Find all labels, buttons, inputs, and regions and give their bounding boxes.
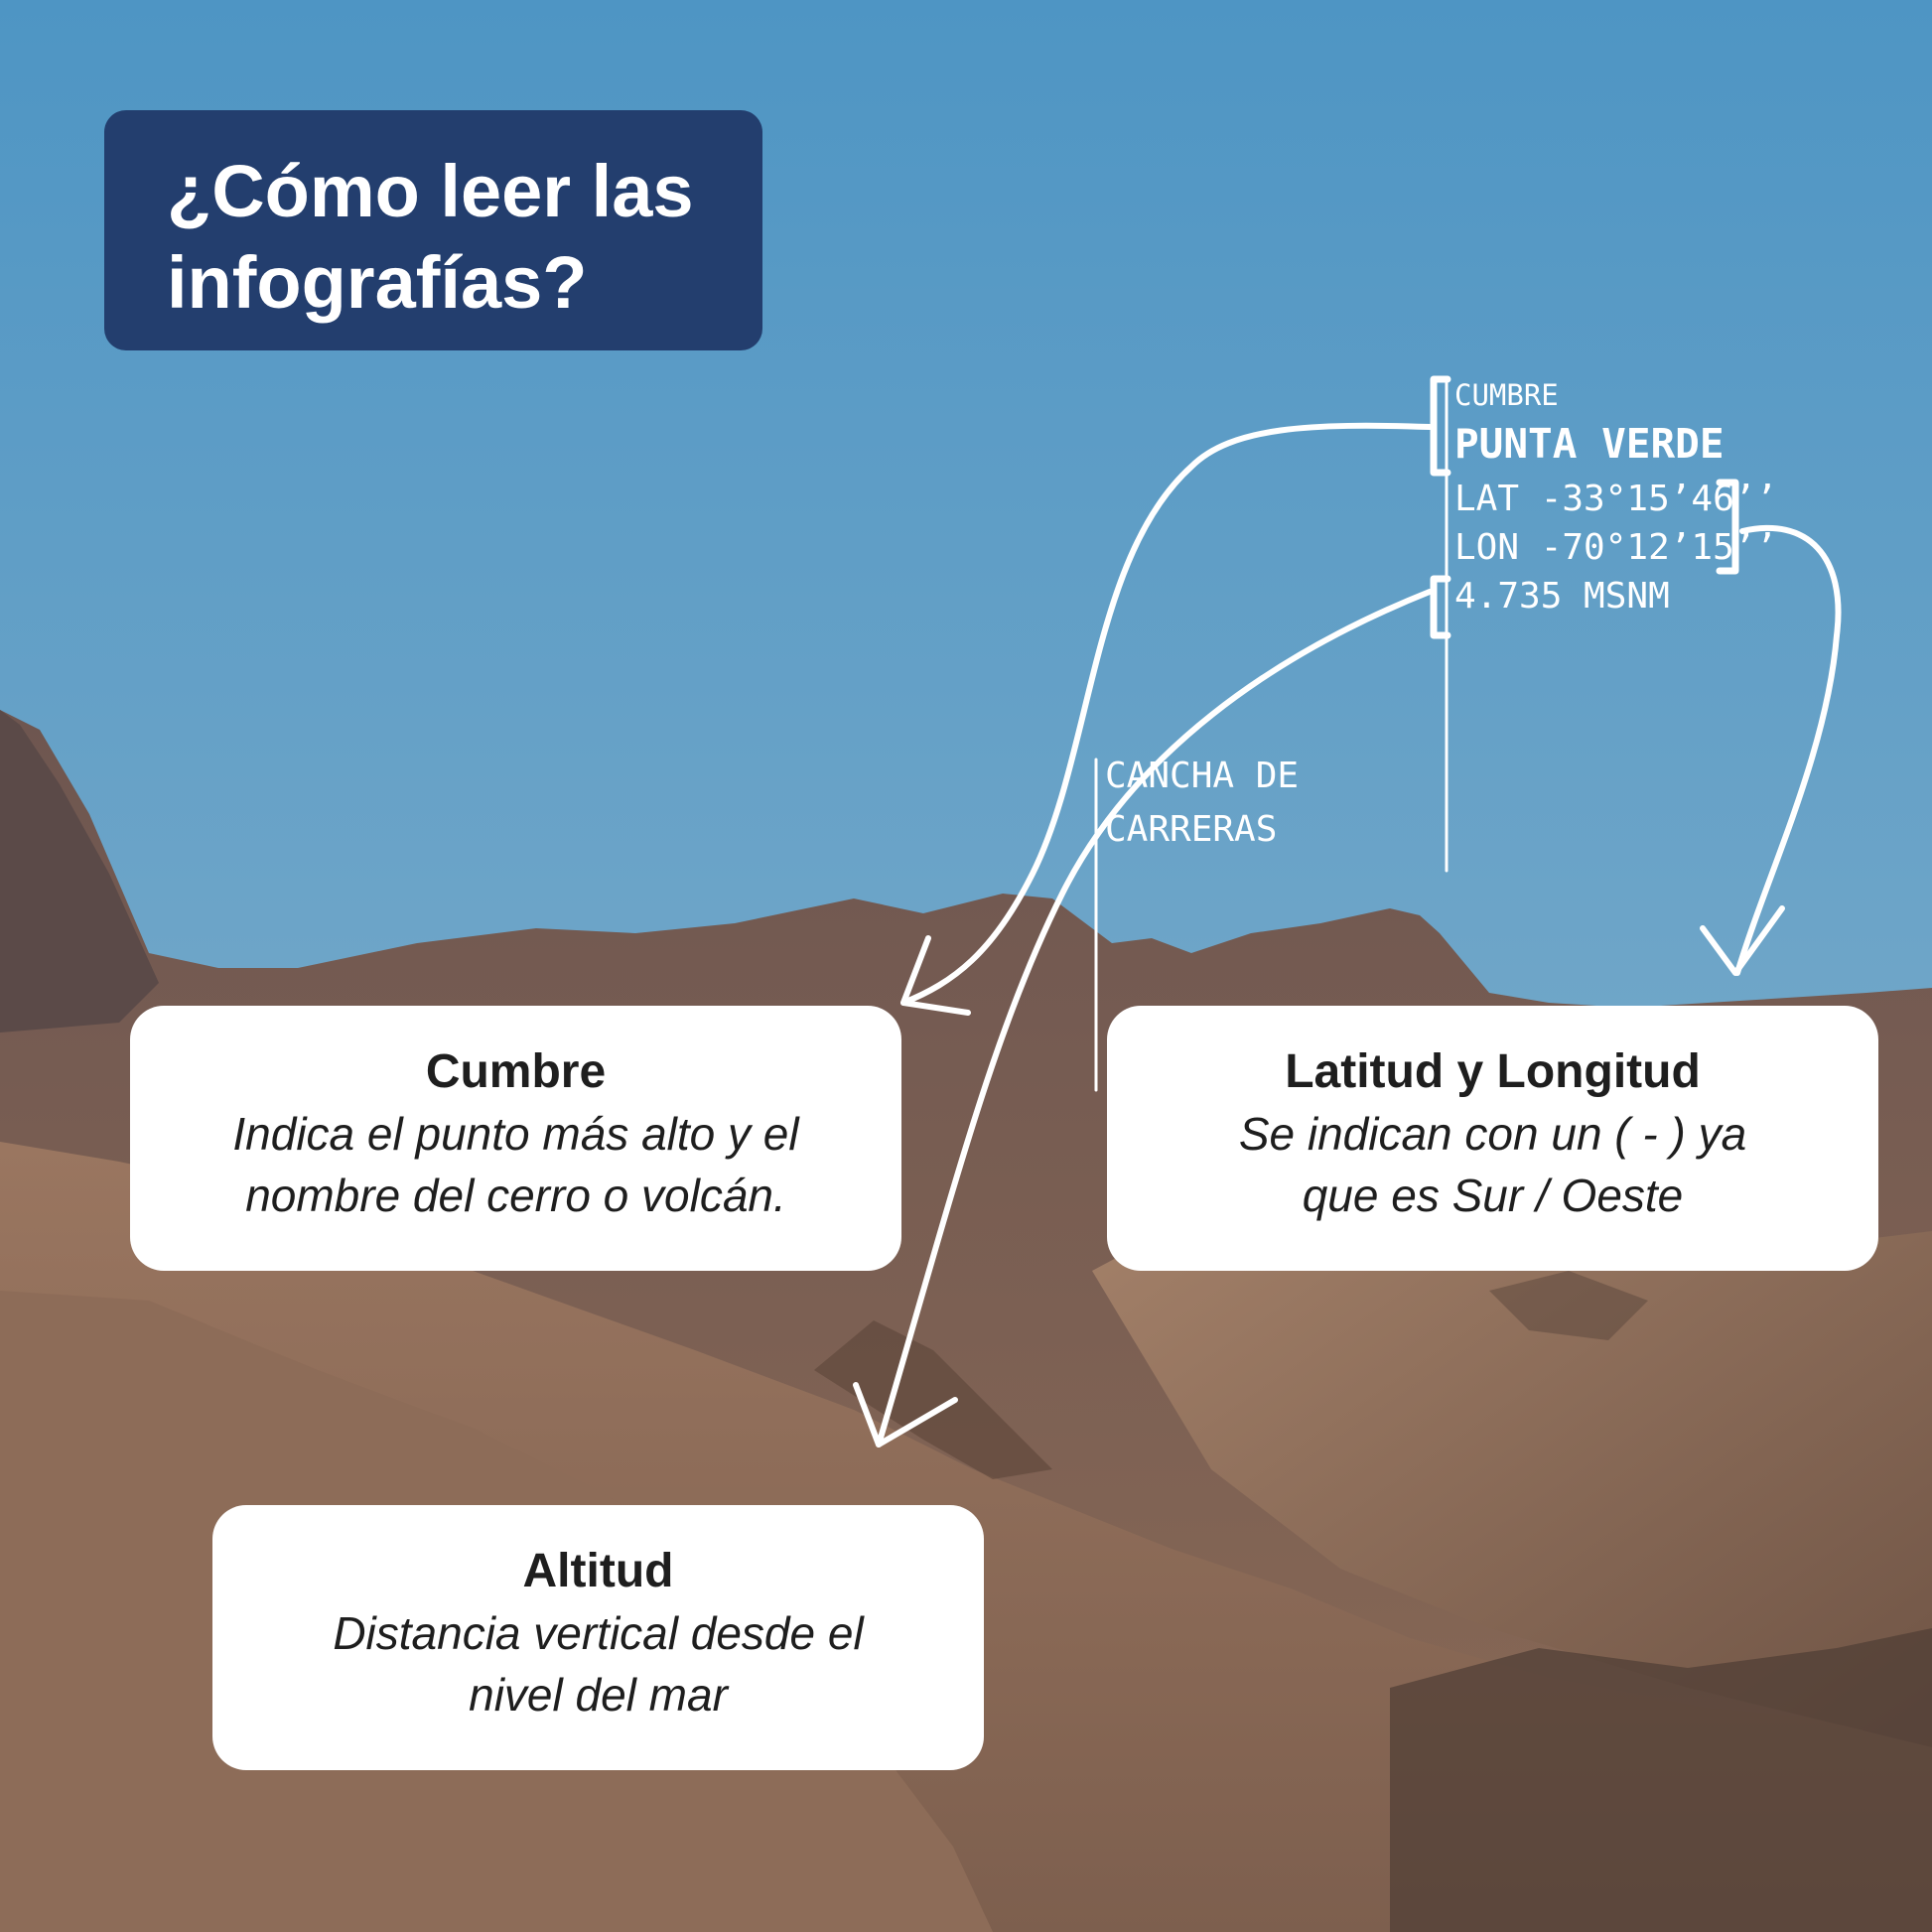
altitud-card-text-1: Distancia vertical desde el [333,1607,864,1659]
cumbre-arrowhead [900,935,971,1016]
name-bracket [1430,375,1451,477]
summit-name: PUNTA VERDE [1454,420,1725,468]
cumbre-card-text-1: Indica el punto más alto y el [232,1108,799,1160]
summit-latitude: LAT -33°15’46’’ [1454,479,1778,519]
altitud-arrowhead [853,1382,958,1448]
altitud-arrow [876,589,1433,1448]
title-line-1: ¿Cómo leer las [167,150,694,232]
summit-longitude: LON -70°12’15’’ [1454,527,1778,568]
altitud-card-title: Altitud [522,1545,674,1597]
secondary-label-line-1: CANCHA DE [1105,756,1300,796]
summit-category: CUMBRE [1454,378,1559,412]
cumbre-card-text-2: nombre del cerro o volcán. [245,1170,786,1221]
latlon-arrow [1734,524,1842,976]
altitude-bracket [1430,575,1451,639]
altitud-card: Altitud Distancia vertical desde el nive… [212,1505,984,1770]
cumbre-card-title: Cumbre [425,1045,607,1098]
latlon-card-title: Latitud y Longitud [1285,1045,1701,1098]
cumbre-arrow [900,422,1433,1006]
title-line-2: infografías? [167,241,588,324]
summit-altitude: 4.735 MSNM [1454,576,1670,617]
altitud-card-text-2: nivel del mar [469,1669,728,1721]
cumbre-card: Cumbre Indica el punto más alto y el nom… [130,1006,901,1271]
title-box: ¿Cómo leer las infografías? [104,110,762,350]
latlon-bracket [1716,479,1739,575]
latlon-card: Latitud y Longitud Se indican con un ( -… [1107,1006,1878,1271]
latlon-card-text-1: Se indican con un ( - ) ya [1238,1108,1747,1160]
secondary-label-line-2: CARRERAS [1105,809,1278,850]
latlon-arrowhead [1700,905,1785,976]
latlon-card-text-2: que es Sur / Oeste [1302,1170,1684,1221]
